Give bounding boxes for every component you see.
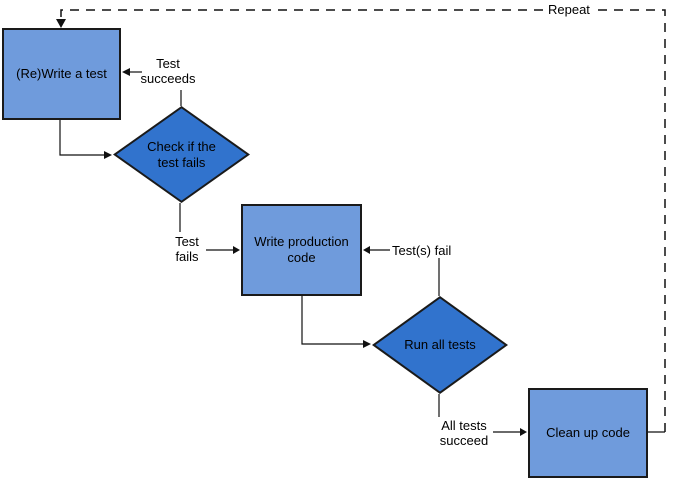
node-clean-up-code: Clean up code xyxy=(528,388,648,478)
node-write-production-code: Write production code xyxy=(241,204,362,296)
node-check-test-fails-label: Check if the test fails xyxy=(147,138,216,170)
arrowhead-into-write-production-left xyxy=(233,246,240,254)
edge-label-all-tests-succeed: All tests succeed xyxy=(439,418,489,448)
edge-label-test-fails: Test fails xyxy=(175,234,199,264)
edge-label-test-succeeds: Test succeeds xyxy=(140,56,196,86)
arrowhead-into-run-tests-diamond xyxy=(363,340,371,348)
arrowhead-into-write-test-top xyxy=(56,19,66,28)
write-code-to-run-tests-line xyxy=(301,296,363,345)
node-write-production-code-label: Write production code xyxy=(254,234,349,265)
write-test-to-check-line xyxy=(59,120,104,156)
node-clean-up-code-label: Clean up code xyxy=(546,425,630,440)
arrowhead-into-write-test-right xyxy=(122,68,130,76)
edge-label-tests-fail: Test(s) fail xyxy=(392,243,452,258)
repeat-loop-dashed-line xyxy=(60,9,666,432)
node-write-test: (Re)Write a test xyxy=(2,28,121,120)
arrowhead-into-cleanup-left xyxy=(520,428,527,436)
loop-label-repeat: Repeat xyxy=(546,2,592,18)
node-run-all-tests-label: Run all tests xyxy=(404,337,476,352)
node-write-test-label: (Re)Write a test xyxy=(16,66,107,81)
arrowhead-into-check-diamond xyxy=(104,151,112,159)
arrowhead-into-write-production-right xyxy=(363,246,370,254)
